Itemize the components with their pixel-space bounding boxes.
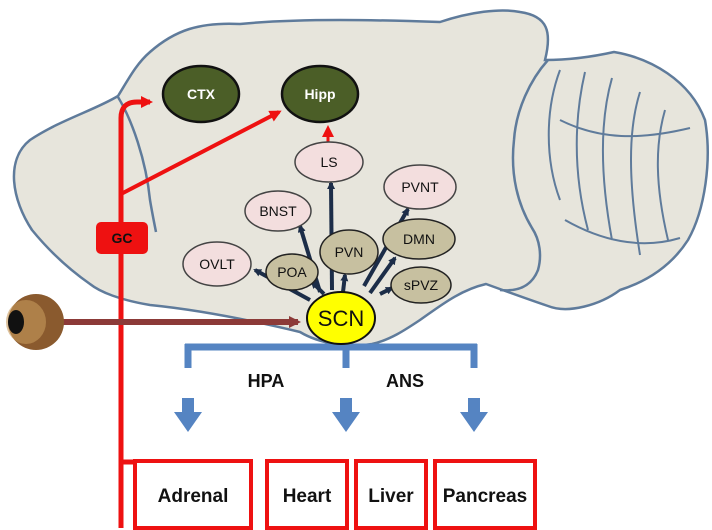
bnst-label: BNST xyxy=(259,203,297,219)
scn-to-spvz-arrow xyxy=(379,286,394,296)
ctx-node xyxy=(161,64,241,124)
eye-icon xyxy=(6,294,64,350)
scn-label: SCN xyxy=(318,306,364,331)
scn-to-dmn-arrow xyxy=(368,256,397,295)
gc-to-hipp-arrow xyxy=(120,110,282,196)
ls-label: LS xyxy=(320,154,337,170)
liver-label: Liver xyxy=(368,486,414,507)
hpa-label: HPA xyxy=(248,371,285,391)
spvz-node xyxy=(390,266,452,304)
scn-to-pvn-arrow xyxy=(340,273,349,293)
pancreas-label: Pancreas xyxy=(443,486,528,507)
liver-box xyxy=(354,459,428,530)
pvn-label: PVN xyxy=(335,244,364,260)
ans-label: ANS xyxy=(386,371,424,391)
pvnt-label: PVNT xyxy=(401,179,439,195)
heart-box xyxy=(265,459,349,530)
ovlt-node xyxy=(182,241,252,287)
ls-node xyxy=(294,141,364,183)
hpa-down-arrow xyxy=(174,398,202,432)
pvnt-node xyxy=(383,164,457,210)
pancreas-box xyxy=(433,459,537,530)
pancreas-down-arrow xyxy=(460,398,488,432)
spvz-label: sPVZ xyxy=(404,277,439,293)
hipp-label: Hipp xyxy=(304,86,335,102)
hipp-node xyxy=(280,64,360,124)
adrenal-box xyxy=(133,459,253,530)
scn-to-poa-arrow xyxy=(310,280,326,296)
brain-fold-cerebellum xyxy=(499,59,549,292)
gc-to-ctx-arrow xyxy=(118,96,153,119)
gc-label: GC xyxy=(112,230,133,246)
dmn-label: DMN xyxy=(403,231,435,247)
scn-node xyxy=(306,291,376,345)
poa-node xyxy=(265,253,319,291)
gc-box xyxy=(96,222,148,254)
ctx-label: CTX xyxy=(187,86,216,102)
brain-fold-front xyxy=(116,96,158,233)
ovlt-label: OVLT xyxy=(199,256,235,272)
heart-label: Heart xyxy=(283,486,332,507)
poa-label: POA xyxy=(277,264,307,280)
pvn-node xyxy=(319,229,379,275)
bnst-node xyxy=(244,190,312,232)
dmn-node xyxy=(382,218,456,260)
heart-down-arrow xyxy=(332,398,360,432)
adrenal-label: Adrenal xyxy=(158,486,229,507)
cerebellum-folia xyxy=(547,69,691,256)
